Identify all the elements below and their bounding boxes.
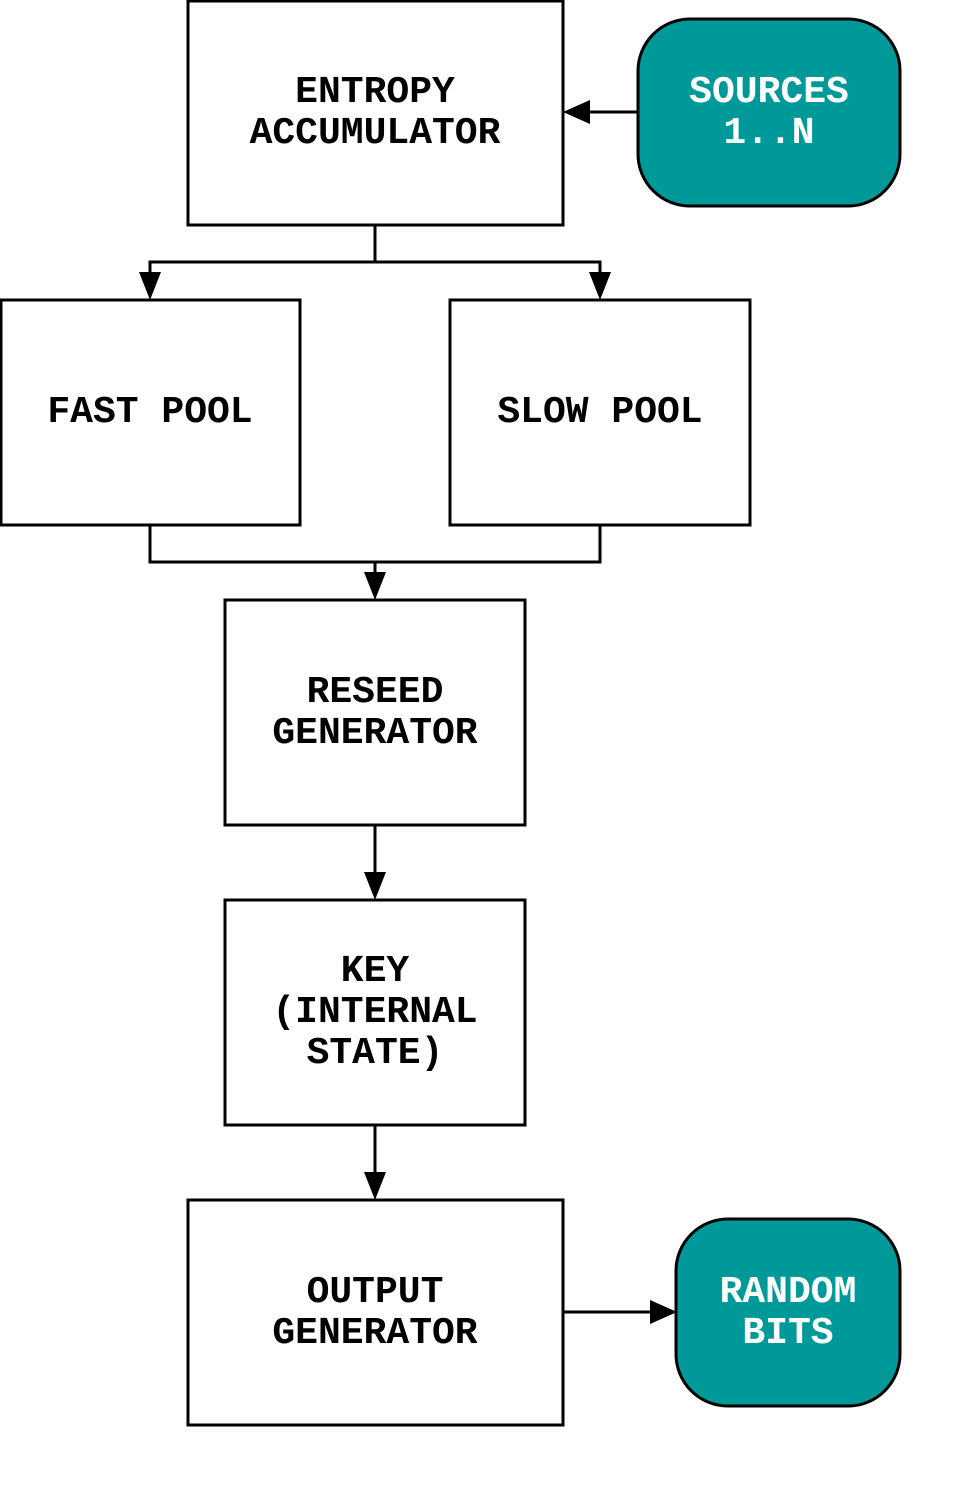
reseed-generator-label-line-1: RESEED bbox=[307, 671, 444, 714]
edge-pools-to-reseed bbox=[148, 525, 602, 600]
reseed-generator-node: RESEED GENERATOR bbox=[223, 598, 527, 827]
edges bbox=[139, 100, 677, 1324]
arrowhead-to-key bbox=[364, 872, 386, 900]
sources-label-line-2: 1..N bbox=[723, 112, 814, 155]
random-bits-label-line-1: RANDOM bbox=[720, 1271, 857, 1314]
edge-output-to-random-bits bbox=[563, 1300, 677, 1324]
arrowhead-to-fast-pool bbox=[139, 272, 161, 300]
key-label-line-3: STATE) bbox=[307, 1032, 444, 1075]
key-label-line-1: KEY bbox=[341, 950, 410, 993]
arrowhead-to-output bbox=[364, 1172, 386, 1200]
fast-pool-node: FAST POOL bbox=[0, 298, 302, 527]
nodes: ENTROPY ACCUMULATOR SOURCES 1..N FAST PO… bbox=[0, 0, 902, 1427]
entropy-accumulator-label-line-2: ACCUMULATOR bbox=[250, 112, 501, 155]
output-generator-node: OUTPUT GENERATOR bbox=[186, 1198, 565, 1427]
key-label-line-2: (INTERNAL bbox=[272, 991, 477, 1034]
arrowhead-to-reseed bbox=[364, 572, 386, 600]
edge-accumulator-to-pools bbox=[139, 225, 611, 300]
sources-node: SOURCES 1..N bbox=[636, 17, 902, 208]
entropy-accumulator-node: ENTROPY ACCUMULATOR bbox=[186, 0, 565, 227]
random-bits-label-line-2: BITS bbox=[742, 1312, 833, 1355]
entropy-accumulator-label-line-1: ENTROPY bbox=[295, 71, 455, 114]
output-generator-label-line-1: OUTPUT bbox=[307, 1271, 444, 1314]
sources-label-line-1: SOURCES bbox=[689, 71, 849, 114]
edge-key-to-output bbox=[364, 1125, 386, 1200]
key-node: KEY (INTERNAL STATE) bbox=[223, 898, 527, 1127]
slow-pool-node: SLOW POOL bbox=[448, 298, 752, 527]
reseed-generator-label-line-2: GENERATOR bbox=[272, 712, 477, 755]
arrowhead-to-slow-pool bbox=[589, 272, 611, 300]
random-bits-node: RANDOM BITS bbox=[674, 1217, 902, 1408]
arrowhead-left bbox=[563, 100, 590, 124]
edge-reseed-to-key bbox=[364, 825, 386, 900]
arrowhead-right bbox=[650, 1300, 677, 1324]
fast-pool-label: FAST POOL bbox=[47, 391, 252, 434]
slow-pool-label: SLOW POOL bbox=[497, 391, 702, 434]
output-generator-label-line-2: GENERATOR bbox=[272, 1312, 477, 1355]
edge-sources-to-accumulator bbox=[563, 100, 638, 124]
